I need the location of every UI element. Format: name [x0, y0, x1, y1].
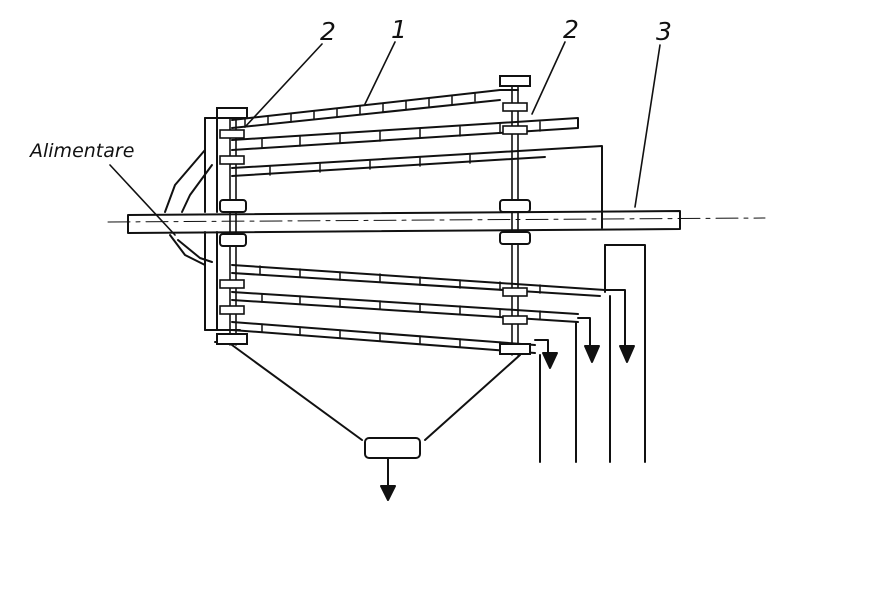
- lower-sieve-decks: [231, 264, 606, 354]
- shaft-body: [127, 210, 681, 234]
- bolt-nut-right-hub-top: [499, 199, 531, 213]
- label-part-2-left: 2: [320, 17, 336, 46]
- bolt-nut-left-hub-bottom: [219, 233, 247, 247]
- deck-third-perforations: [269, 154, 471, 176]
- bolt-nut-left-top: [216, 107, 248, 119]
- leader-part-2-left: [244, 43, 323, 128]
- deck-outer-bottom-edge: [231, 99, 501, 129]
- leader-part-3: [634, 44, 661, 208]
- deck-lower-middle: [231, 291, 579, 315]
- shaft: [107, 210, 766, 234]
- bolt-nut-right-top: [499, 75, 531, 87]
- deck-lower-inner: [231, 264, 606, 293]
- leader-feed: [109, 164, 176, 236]
- leader-lines: [109, 41, 661, 236]
- discharge-chutes: [534, 244, 646, 463]
- upper-sieve-decks: [231, 89, 603, 229]
- label-feed: Alimentare: [28, 140, 134, 162]
- bolt-nut-right-bottom: [499, 343, 531, 355]
- label-part-2-right: 2: [563, 15, 579, 44]
- bolt-nut-left-hub-top: [219, 199, 247, 213]
- tie-bolts: [216, 75, 531, 356]
- deck-outer-perforations: [244, 92, 476, 128]
- deck-second: [231, 117, 579, 151]
- label-part-3: 3: [656, 17, 672, 46]
- deck-second-perforations: [261, 121, 541, 149]
- deck-third: [231, 145, 603, 229]
- leader-part-1: [364, 41, 396, 105]
- deck-lower-outer: [231, 321, 536, 346]
- leader-part-2-right: [531, 41, 566, 115]
- bolt-nut-right-hub-bottom: [499, 231, 531, 245]
- hopper-outlet: [364, 437, 421, 459]
- hopper-outlet-arrow: [380, 485, 396, 501]
- hopper: [231, 344, 521, 501]
- shaft-centerline: [107, 217, 766, 223]
- label-part-1: 1: [391, 15, 407, 44]
- deck-third-inner: [231, 156, 546, 177]
- bolt-nut-left-bottom: [216, 333, 248, 345]
